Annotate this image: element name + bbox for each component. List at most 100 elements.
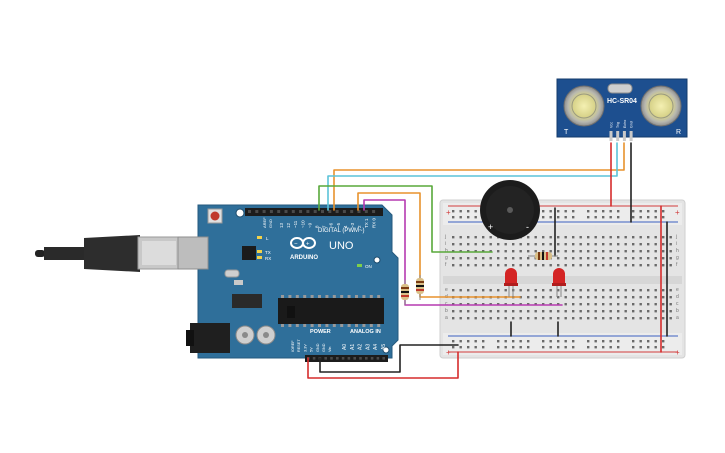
breadboard-hole <box>669 236 672 239</box>
breadboard-hole <box>534 296 537 299</box>
header-pin <box>324 357 327 360</box>
reset-button-cap[interactable] <box>210 211 220 221</box>
breadboard-hole <box>594 317 597 320</box>
breadboard-hole <box>497 243 500 246</box>
digital-pin-label: ~10 <box>300 220 305 228</box>
breadboard-hole <box>564 210 567 213</box>
breadboard-hole <box>609 289 612 292</box>
aref-label: AREF <box>262 217 267 228</box>
breadboard-hole <box>617 257 620 260</box>
mcu-pin <box>288 295 292 298</box>
breadboard-row-letter: a <box>676 315 679 321</box>
analog-pin-label: A2 <box>358 344 364 350</box>
breadboard-hole <box>609 243 612 246</box>
breadboard-hole <box>482 243 485 246</box>
sensor-pin-label: Trig <box>616 122 620 128</box>
breadboard-row-letter: c <box>676 301 679 307</box>
breadboard-hole <box>474 257 477 260</box>
breadboard-hole <box>527 243 530 246</box>
breadboard-hole <box>452 243 455 246</box>
digital-pin-label: ~6 <box>329 222 334 228</box>
breadboard-hole <box>654 250 657 253</box>
breadboard-hole <box>564 243 567 246</box>
breadboard-row-letter: f <box>676 262 678 268</box>
header-pin <box>347 357 351 360</box>
breadboard-hole <box>669 250 672 253</box>
breadboard-hole <box>534 264 537 267</box>
breadboard-hole <box>639 346 642 349</box>
breadboard-hole <box>474 216 477 219</box>
breadboard-hole <box>654 210 657 213</box>
breadboard-hole <box>647 257 650 260</box>
header-pin <box>341 357 345 360</box>
breadboard-hole <box>617 250 620 253</box>
breadboard-hole <box>459 346 462 349</box>
breadboard-hole <box>572 250 575 253</box>
breadboard-hole <box>647 289 650 292</box>
breadboard-hole <box>519 310 522 313</box>
breadboard-hole <box>527 317 530 320</box>
breadboard-hole <box>504 346 507 349</box>
breadboard-hole <box>497 250 500 253</box>
breadboard-hole <box>459 236 462 239</box>
digital-pin-label: 2 <box>357 225 362 228</box>
breadboard-hole <box>594 289 597 292</box>
mcu-pin <box>310 295 314 298</box>
breadboard-hole <box>512 264 515 267</box>
breadboard-hole <box>572 210 575 213</box>
on-led-label: ON <box>365 264 372 269</box>
breadboard-hole <box>617 296 620 299</box>
wires <box>307 142 668 379</box>
breadboard-hole <box>609 250 612 253</box>
breadboard-hole <box>452 310 455 313</box>
breadboard-hole <box>497 310 500 313</box>
breadboard-hole <box>572 216 575 219</box>
breadboard-hole <box>639 210 642 213</box>
breadboard-hole <box>647 310 650 313</box>
breadboard-hole <box>624 303 627 306</box>
analog-pin-label: A1 <box>350 344 356 350</box>
power-pin-label: IOREF <box>291 340 295 352</box>
breadboard-hole <box>602 236 605 239</box>
mcu-pin <box>281 324 284 327</box>
breadboard-hole <box>504 257 507 260</box>
wire-magenta-led <box>363 199 563 306</box>
breadboard-hole <box>669 289 672 292</box>
gnd-label: GND <box>268 219 273 228</box>
breadboard-hole <box>572 340 575 343</box>
breadboard-hole <box>542 310 545 313</box>
rx-led-label: RX <box>265 256 271 261</box>
breadboard-hole <box>482 346 485 349</box>
breadboard-hole <box>654 243 657 246</box>
breadboard-hole <box>609 236 612 239</box>
breadboard-hole <box>609 317 612 320</box>
breadboard-hole <box>489 236 492 239</box>
mcu-pin <box>340 324 344 327</box>
mcu-pin <box>377 295 381 298</box>
analog-pin-label: A3 <box>365 344 371 350</box>
mcu-pin <box>303 324 307 327</box>
mcu-pin <box>369 324 373 327</box>
breadboard-hole <box>602 340 605 343</box>
breadboard-hole <box>572 289 575 292</box>
breadboard-hole <box>647 303 650 306</box>
breadboard-hole <box>474 289 477 292</box>
breadboard-hole <box>474 317 477 320</box>
sensor-pin-label: Vcc <box>610 122 614 128</box>
breadboard-hole <box>647 250 650 253</box>
breadboard-hole <box>632 340 635 343</box>
breadboard-hole <box>647 317 650 320</box>
breadboard-hole <box>467 264 470 267</box>
breadboard-hole <box>489 317 492 320</box>
breadboard-hole <box>654 216 657 219</box>
mcu-pin <box>288 324 292 327</box>
breadboard-hole <box>497 317 500 320</box>
power-pin-label: GND <box>322 343 326 352</box>
breadboard-row-letter: f <box>445 262 447 268</box>
breadboard-hole <box>669 243 672 246</box>
breadboard-hole <box>587 303 590 306</box>
breadboard-hole <box>587 296 590 299</box>
digital-pin-label: TX 1 <box>364 218 369 228</box>
breadboard-row-letter: d <box>676 294 679 300</box>
